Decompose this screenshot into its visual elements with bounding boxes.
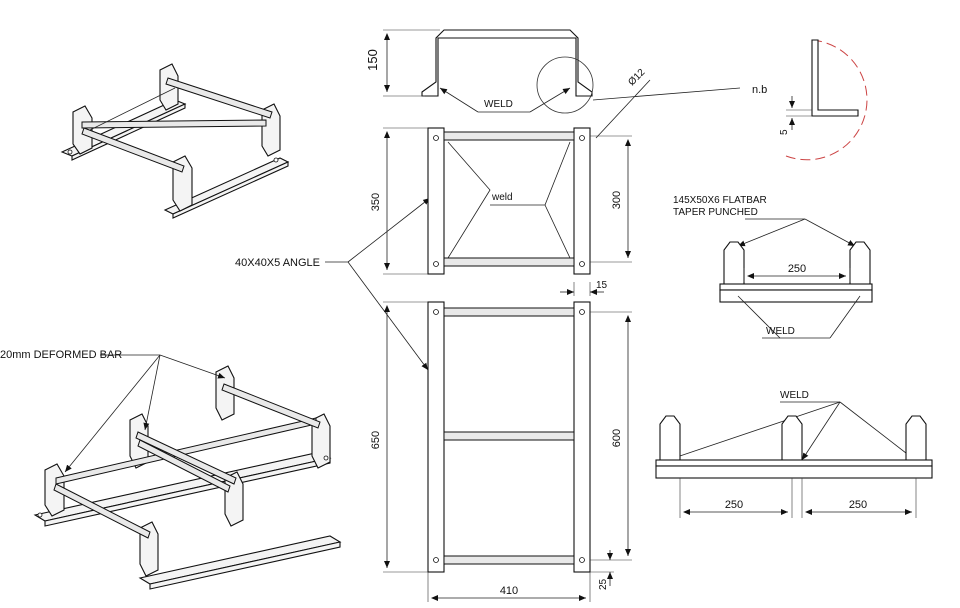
dim-250-b: 250 [725,499,743,511]
isometric-small-unit [60,63,290,219]
dim-5: 5 [779,129,790,135]
dim-300: 300 [611,191,623,209]
dim-650: 650 [370,431,382,449]
detail-circle: n.b 5 [752,39,868,161]
weld-label-side: WELD [766,326,795,337]
plan-view-large: 650 600 25 410 [370,301,632,602]
dim-250-a: 250 [788,263,806,275]
dim-600: 600 [611,429,623,447]
dim-15-group: 15 [560,280,608,296]
dim-15: 15 [596,280,608,291]
isometric-large-unit [33,365,342,590]
angle-text: 40X40X5 ANGLE [235,257,320,269]
label-deformed-bar: 20mm DEFORMED BAR [0,349,226,473]
weld-label-top: WELD [484,99,513,110]
hole-dia-text: Ø12 [626,67,647,88]
side-view-large: WELD 250 250 [655,390,933,518]
flatbar-line2: TAPER PUNCHED [673,207,758,218]
dim-350: 350 [370,193,382,211]
label-angle: 40X40X5 ANGLE [235,197,431,371]
end-elevation-top: 150 WELD [365,29,594,114]
dim-250-c: 250 [849,499,867,511]
deformed-bar-text: 20mm DEFORMED BAR [0,349,122,361]
flatbar-line1: 145X50X6 FLATBAR [673,195,767,206]
label-hole-dia: Ø12 [592,67,741,139]
dim-150: 150 [365,49,380,71]
dim-25: 25 [598,578,609,590]
plan-view-small: weld 350 300 [370,127,632,275]
weld-label-plan: weld [491,192,513,203]
weld-label-side-large: WELD [780,390,809,401]
side-view-small: 145X50X6 FLATBAR TAPER PUNCHED 250 WELD [673,195,873,339]
dim-410: 410 [500,585,518,597]
detail-nb: n.b [752,84,767,96]
